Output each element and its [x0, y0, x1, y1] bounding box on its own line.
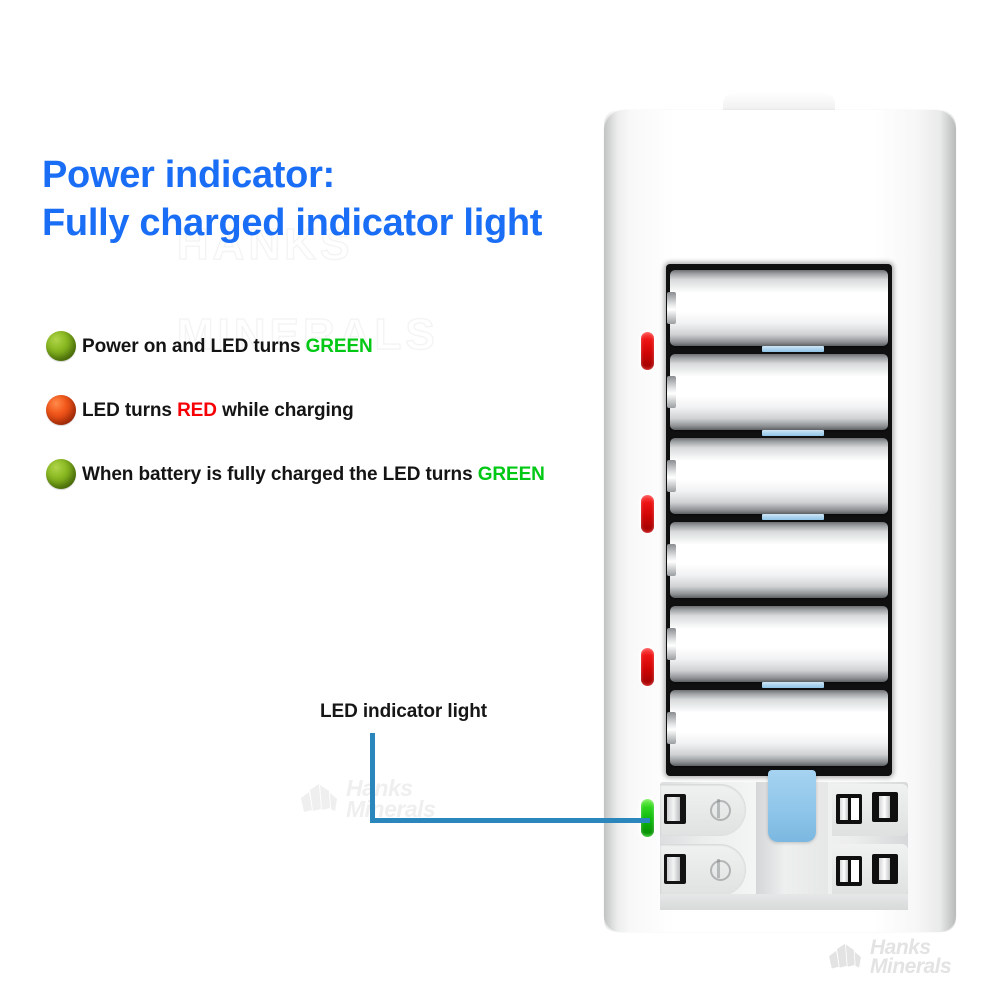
charger-left-shading	[604, 110, 618, 932]
list-item-text: LED turns RED while charging	[82, 396, 354, 426]
bottom-bay-contact-right-2a	[836, 856, 862, 886]
list-item: Power on and LED turns GREEN	[46, 331, 616, 364]
list-item: LED turns RED while charging	[46, 395, 616, 428]
bottom-bay-contact-left-2	[664, 854, 686, 884]
callout-label-led-indicator: LED indicator light	[320, 701, 487, 722]
callout-line-horizontal	[370, 818, 650, 823]
watermark-brand-line2: Minerals	[870, 955, 952, 979]
slot-tab-3	[762, 514, 824, 520]
crystal-logo-icon	[829, 944, 861, 969]
led-indicator-red-1	[641, 332, 654, 370]
battery-cell-2	[667, 354, 888, 430]
bullet-2-highlight: RED	[177, 400, 217, 421]
watermark-brand-line1: Hanks	[870, 936, 931, 959]
led-indicator-red-3	[641, 648, 654, 686]
charger-right-shading	[940, 110, 956, 932]
list-item-text: Power on and LED turns GREEN	[82, 332, 373, 362]
battery-bay	[666, 264, 892, 776]
bullet-dot-green-icon	[46, 459, 76, 489]
battery-charger-device	[604, 92, 956, 932]
bullet-3-highlight: GREEN	[477, 464, 545, 485]
feature-bullet-list: Power on and LED turns GREEN LED turns R…	[46, 331, 616, 524]
bullet-3-pre: When battery is fully charged the LED tu…	[82, 464, 478, 485]
callout-line-vertical	[370, 733, 375, 823]
bottom-bay-contact-right-2b	[872, 854, 898, 884]
page-title: Power indicator: Fully charged indicator…	[42, 154, 543, 244]
battery-cell-5	[667, 606, 888, 682]
watermark-brand-mid: Hanks Minerals	[300, 775, 436, 821]
polarity-marker-1	[710, 799, 731, 821]
watermark-brand-corner: Hanks Minerals	[828, 936, 952, 979]
list-item: When battery is fully charged the LED tu…	[46, 459, 616, 492]
watermark-brand-text-mid: Hanks Minerals	[346, 775, 436, 821]
bottom-bay-contact-right-1b	[872, 792, 898, 822]
bottom-bay-contact-left-1	[664, 794, 686, 824]
bullet-dot-red-icon	[46, 395, 76, 425]
bottom-bay-contact-right-1a	[836, 794, 862, 824]
bullet-1-highlight: GREEN	[305, 336, 373, 357]
battery-cell-4	[667, 522, 888, 598]
bottom-charging-bay	[660, 770, 908, 910]
polarity-marker-2	[710, 859, 731, 881]
slot-tab-2	[762, 430, 824, 436]
watermark-brand-line1: Hanks	[346, 775, 413, 801]
battery-cell-6	[667, 690, 888, 766]
bullet-dot-green-icon	[46, 331, 76, 361]
bullet-2-post: while charging	[216, 400, 354, 421]
bottom-bay-lip	[660, 894, 908, 910]
watermark-brand-text-corner: Hanks Minerals	[870, 936, 952, 979]
slot-tab-1	[762, 346, 824, 352]
battery-cell-1	[667, 270, 888, 346]
list-item-text: When battery is fully charged the LED tu…	[82, 460, 545, 490]
battery-cell-3	[667, 438, 888, 514]
bullet-2-pre: LED turns	[82, 400, 178, 421]
bullet-1-pre: Power on and LED turns	[82, 336, 306, 357]
led-indicator-red-2	[641, 495, 654, 533]
crystal-logo-icon	[301, 784, 337, 813]
slot-tab-4	[762, 682, 824, 688]
bottom-bay-blue-tab	[768, 770, 816, 842]
